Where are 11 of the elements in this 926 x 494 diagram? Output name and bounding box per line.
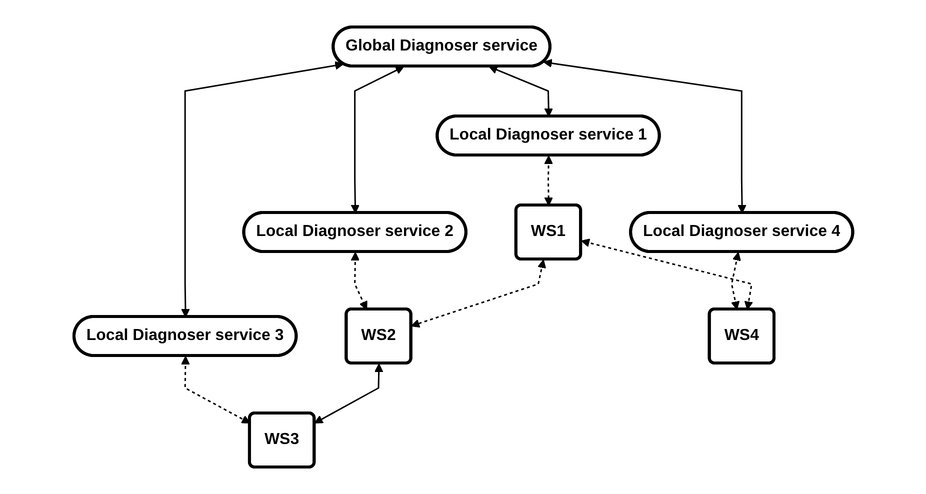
arrow [544, 156, 553, 206]
arrow [543, 58, 746, 214]
arrow [180, 356, 250, 424]
arrow [350, 252, 367, 310]
arrow [180, 61, 344, 318]
arrow [730, 252, 741, 310]
arrow [580, 238, 753, 310]
arrow [314, 364, 383, 424]
arrow [488, 66, 553, 117]
arrow [410, 259, 546, 328]
arrow [350, 66, 404, 214]
